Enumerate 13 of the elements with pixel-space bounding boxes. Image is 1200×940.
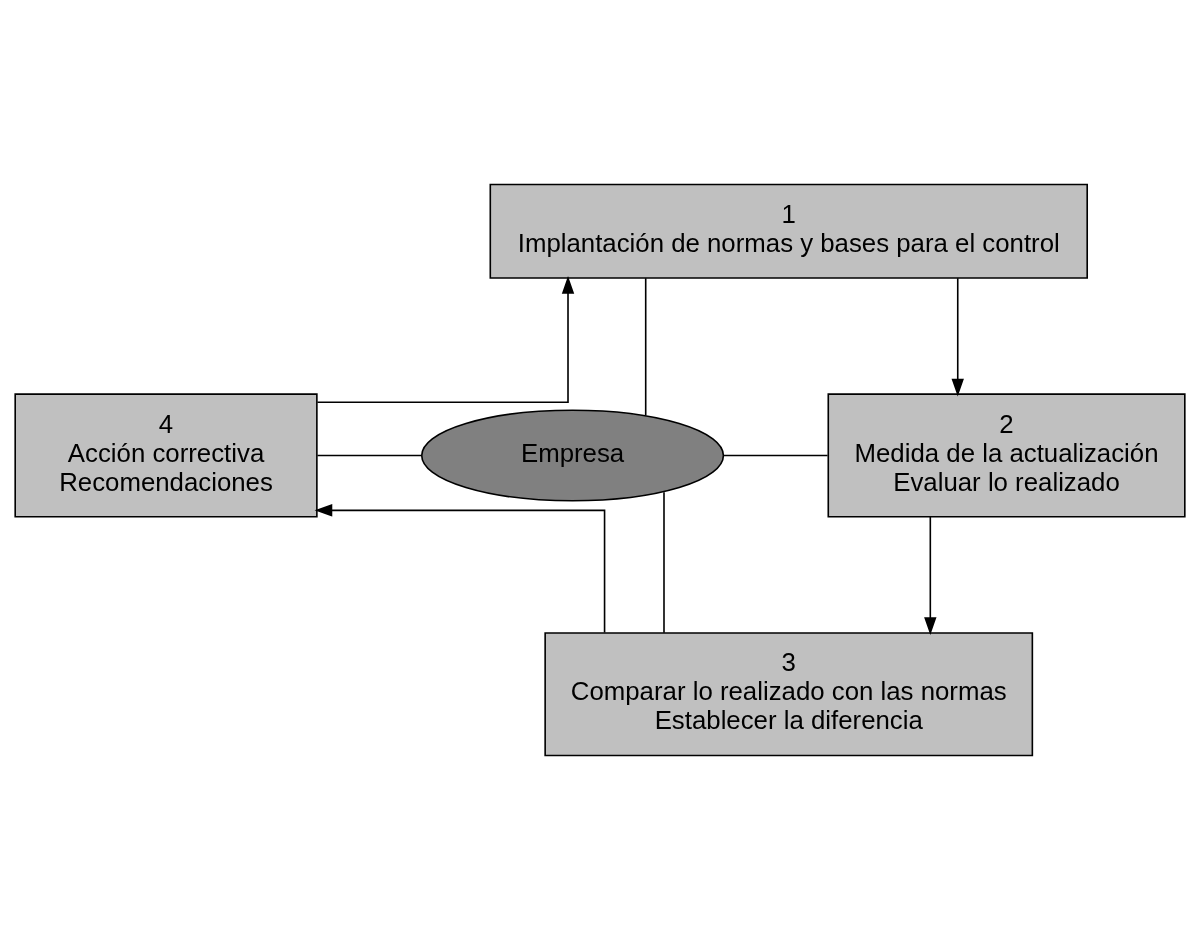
node-box: 3 Comparar lo realizado con las normas Establecer la diferencia bbox=[544, 632, 1034, 757]
arrow bbox=[316, 276, 575, 404]
connector bbox=[316, 454, 422, 457]
node-box: 4 Acción correctiva Recomendaciones bbox=[14, 393, 318, 518]
node-ellipse: Empresa bbox=[420, 409, 725, 502]
arrow bbox=[314, 504, 606, 634]
arrow bbox=[924, 516, 937, 635]
connector bbox=[722, 454, 829, 457]
node-box: 2 Medida de la actualización Evaluar lo realizado bbox=[827, 393, 1186, 518]
connector bbox=[644, 277, 647, 417]
arrow bbox=[951, 277, 964, 397]
node-box: 1 Implantación de normas y bases para el control bbox=[489, 183, 1088, 279]
connector bbox=[663, 491, 665, 634]
